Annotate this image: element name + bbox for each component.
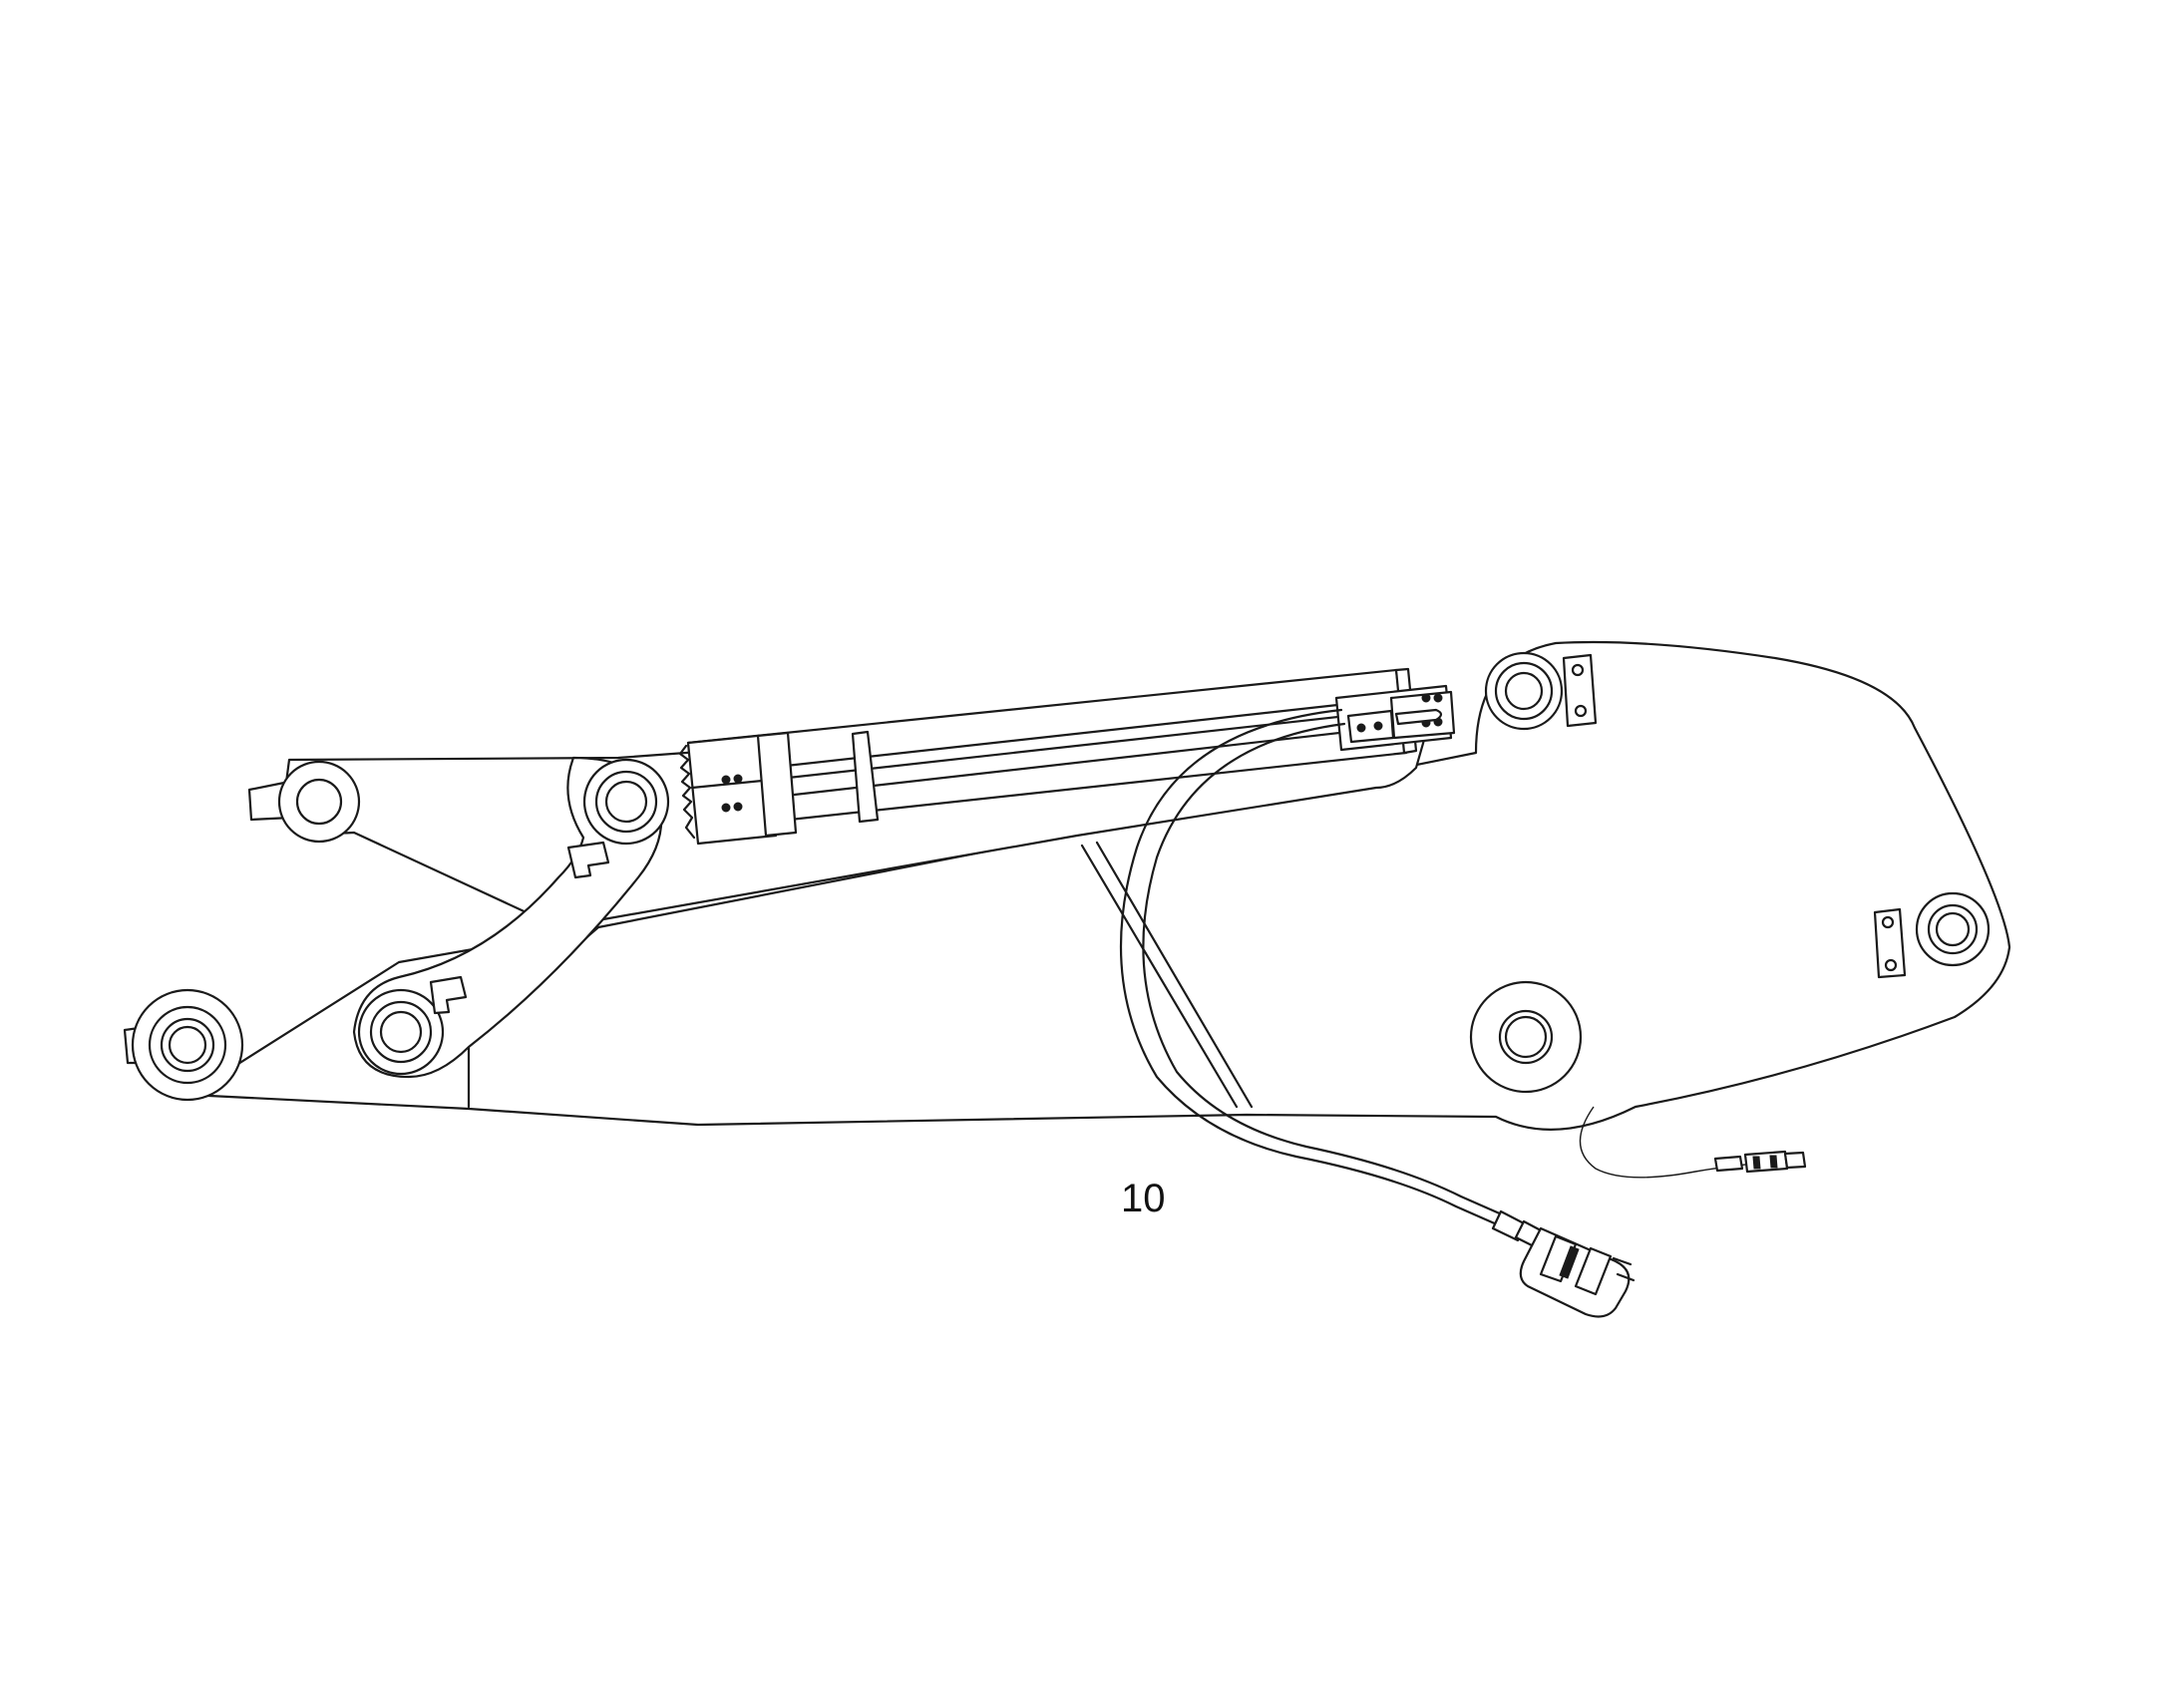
- part-callout-label: 10: [1121, 1177, 1166, 1220]
- front-pivot: [123, 988, 244, 1102]
- center-pin: [1469, 980, 1583, 1094]
- hydraulic-cylinder: [678, 667, 1418, 846]
- top-pin: [1484, 651, 1598, 731]
- quick-coupler: [1519, 1226, 1635, 1318]
- rear-link: [247, 760, 361, 844]
- right-pin: [1873, 891, 1991, 979]
- curved-link-arm: [352, 756, 670, 1079]
- sensor-cable: [1579, 1106, 1807, 1179]
- rod-end-bracket: [1334, 684, 1456, 752]
